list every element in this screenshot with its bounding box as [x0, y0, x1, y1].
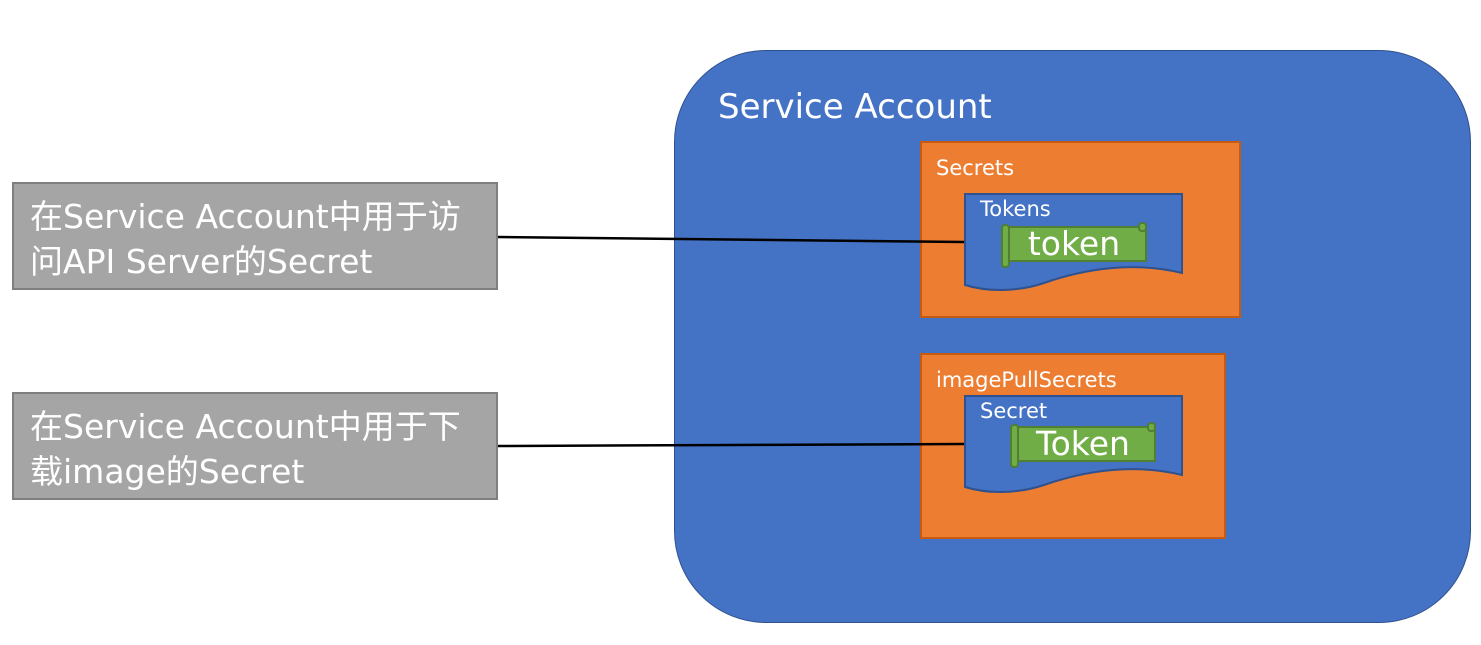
image-pull-secrets-box: imagePullSecrets Secret Token: [920, 353, 1226, 539]
callout-api-server-secret-text: 在Service Account中用于访问API Server的Secret: [30, 197, 461, 281]
scroll-shape: [1001, 222, 1147, 268]
token-scroll-image-label: Token: [1036, 424, 1130, 463]
callout-api-server-secret: 在Service Account中用于访问API Server的Secret: [12, 182, 498, 290]
callout-image-secret: 在Service Account中用于下载image的Secret: [12, 392, 498, 500]
secrets-box: Secrets Tokens token: [920, 141, 1241, 318]
token-scroll-image: Token: [1010, 421, 1156, 469]
secrets-box-title: Secrets: [936, 156, 1015, 180]
scroll-shape: [1010, 422, 1156, 468]
token-scroll-label: token: [1027, 224, 1121, 263]
service-account-title: Service Account: [718, 87, 992, 127]
callout-image-secret-text: 在Service Account中用于下载image的Secret: [30, 407, 461, 491]
token-scroll: token: [1001, 221, 1147, 269]
tokens-document: Tokens token: [964, 193, 1183, 295]
secret-document: Secret Token: [964, 395, 1183, 497]
image-pull-secrets-title: imagePullSecrets: [936, 368, 1117, 392]
tokens-document-title: Tokens: [980, 197, 1051, 221]
service-account-container: Service Account Secrets Tokens token ima…: [674, 50, 1471, 623]
secret-document-title: Secret: [980, 399, 1048, 423]
